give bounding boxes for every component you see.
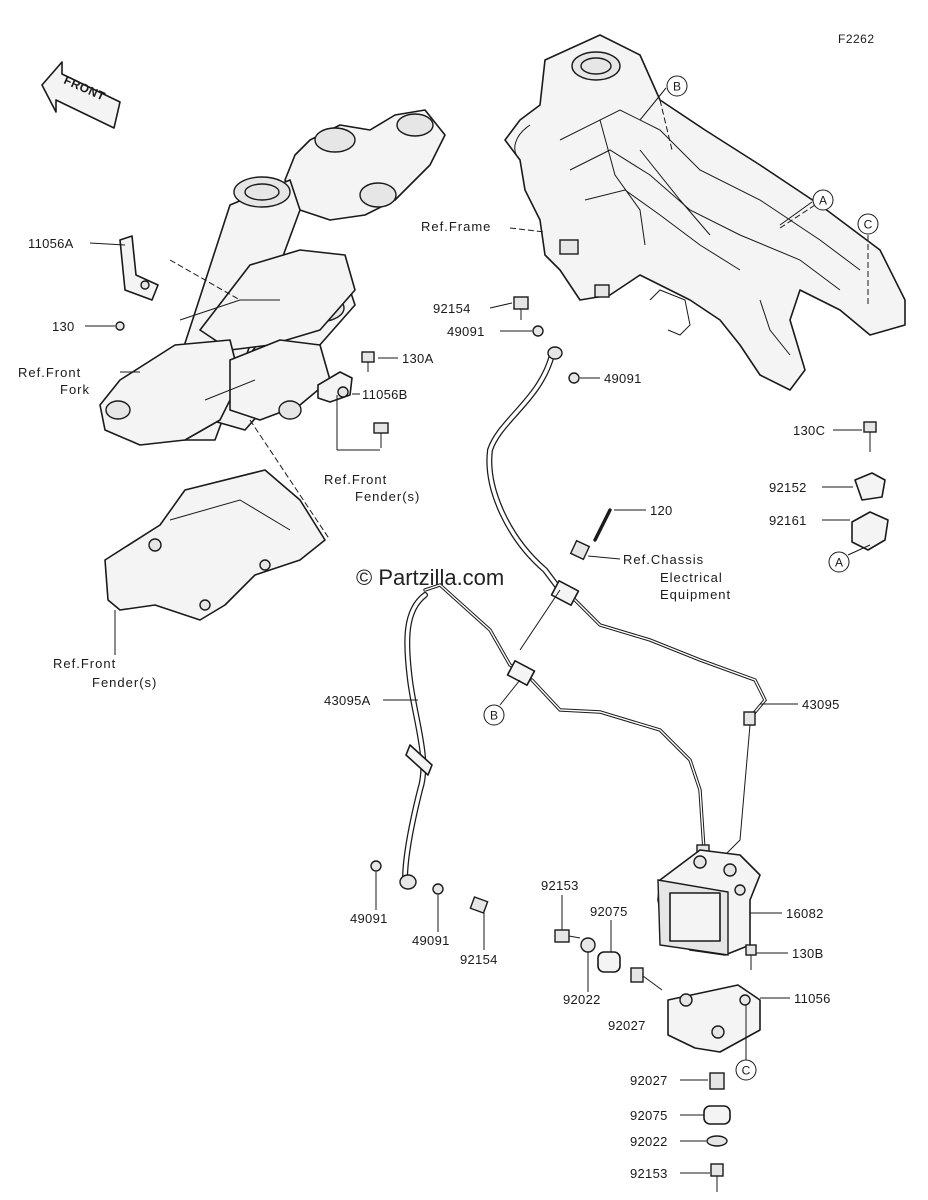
bolt-130C: [863, 421, 877, 452]
ref-front-fender-left-1: Ref.Front: [53, 656, 116, 671]
ref-frame: Ref.Frame: [421, 219, 491, 234]
joint-block-upper: [550, 579, 580, 607]
label-120: 120: [650, 503, 673, 518]
label-92153-bot: 92153: [630, 1166, 668, 1181]
svg-text:B: B: [673, 80, 681, 94]
washer-49091-top2: [568, 372, 580, 384]
marker-a-top: A: [812, 189, 834, 211]
bolt-92154-top: [513, 296, 529, 320]
collar-92027-bot: [709, 1072, 725, 1090]
label-130C: 130C: [793, 423, 825, 438]
bolt-130B: [745, 944, 757, 970]
label-11056: 11056: [794, 991, 831, 1006]
ref-chassis-2: Electrical: [660, 570, 723, 585]
watermark: © Partzilla.com: [356, 565, 504, 590]
label-49091-bot2: 49091: [412, 933, 450, 948]
ref-front-fender-left-2: Fender(s): [92, 675, 157, 690]
washer-49091-bot2: [432, 883, 444, 895]
bolt-130A: [361, 351, 375, 372]
label-92027-top: 92027: [608, 1018, 646, 1033]
bolt-120: [569, 508, 612, 561]
marker-b-top: B: [666, 75, 688, 97]
marker-c-bottom: C: [735, 1059, 757, 1081]
label-92154-top: 92154: [433, 301, 471, 316]
label-92022-top: 92022: [563, 992, 601, 1007]
svg-text:C: C: [864, 218, 873, 232]
figure-code: F2262: [838, 32, 875, 46]
label-130A: 130A: [402, 351, 434, 366]
ref-chassis-1: Ref.Chassis: [623, 552, 704, 567]
ref-front-fender-mid-2: Fender(s): [355, 489, 420, 504]
svg-text:A: A: [835, 556, 843, 570]
front-arrow-icon: FRONT: [41, 61, 121, 129]
label-49091-top2: 49091: [604, 371, 642, 386]
front-fender-illustration: [104, 469, 326, 621]
label-92154-bot: 92154: [460, 952, 498, 967]
washer-49091-top1: [532, 325, 544, 337]
bolt-92153-top: [554, 929, 581, 943]
svg-text:C: C: [742, 1064, 751, 1078]
label-92075-top: 92075: [590, 904, 628, 919]
label-43095A: 43095A: [324, 693, 371, 708]
grommet-92075-top: [597, 951, 621, 973]
abs-unit-16082: [657, 849, 761, 956]
label-49091-bot1: 49091: [350, 911, 388, 926]
damper-92161: [851, 511, 889, 551]
grommet-92075-bot: [703, 1105, 731, 1125]
svg-text:A: A: [819, 194, 827, 208]
marker-c-top: C: [857, 213, 879, 235]
leader-lines: [85, 87, 871, 1174]
bolt-ref-fender: [373, 422, 389, 448]
label-11056B: 11056B: [362, 387, 408, 402]
label-92153-top: 92153: [541, 878, 579, 893]
brake-hose-upper: [486, 352, 563, 593]
label-49091-top1: 49091: [447, 324, 485, 339]
marker-a-right: A: [828, 551, 850, 573]
ref-chassis-3: Equipment: [660, 587, 731, 602]
front-fork-illustration: [99, 109, 446, 446]
washer-49091-bot1: [370, 860, 382, 872]
label-92152: 92152: [769, 480, 807, 495]
frame-illustration: [504, 34, 906, 391]
bracket-11056A: [119, 235, 159, 301]
washer-92022-bot: [706, 1135, 728, 1147]
label-130: 130: [52, 319, 75, 334]
bracket-11056B: [317, 371, 353, 403]
marker-b-mid: B: [483, 704, 505, 726]
label-92161: 92161: [769, 513, 807, 528]
label-92075-bot: 92075: [630, 1108, 668, 1123]
ref-front-fork-2: Fork: [60, 382, 90, 397]
washer-92022-top: [580, 937, 596, 953]
bolt-92153-bot: [710, 1163, 724, 1192]
label-43095: 43095: [802, 697, 840, 712]
label-130B: 130B: [792, 946, 824, 961]
bolt-92154-bot: [469, 896, 489, 914]
svg-text:B: B: [490, 709, 498, 723]
label-11056A: 11056A: [28, 236, 74, 251]
brake-pipe-43095: [573, 598, 768, 720]
label-92022-bot: 92022: [630, 1134, 668, 1149]
label-92027-bot: 92027: [630, 1073, 668, 1088]
ref-front-fork-1: Ref.Front: [18, 365, 81, 380]
joint-block-lower: [506, 659, 536, 687]
bracket-92152: [854, 472, 886, 501]
collar-92027-top: [630, 967, 644, 983]
bracket-11056: [667, 984, 761, 1053]
ref-front-fender-mid-1: Ref.Front: [324, 472, 387, 487]
bolt-130: [115, 321, 125, 331]
label-16082: 16082: [786, 906, 824, 921]
